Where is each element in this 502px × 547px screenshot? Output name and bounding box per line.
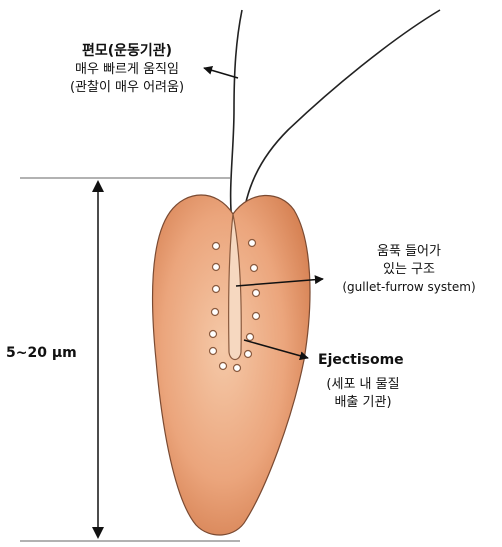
gullet-desc-3: (gullet-furrow system) <box>316 281 502 295</box>
ejectisome-desc: (세포 내 물질 배출 기관) <box>308 378 418 411</box>
gullet-desc-1: 움푹 들어가 <box>316 245 502 260</box>
gullet-label: 움푹 들어가 있는 구조 (gullet-furrow system) <box>316 245 502 295</box>
ejectisome-dot <box>234 365 241 372</box>
ejectisome-dot <box>253 313 260 320</box>
ejectisome-dot <box>251 265 258 272</box>
size-arrow-head-top <box>92 180 104 192</box>
ejectisome-dot <box>213 264 220 271</box>
ejectisome-dot <box>213 243 220 250</box>
ejectisome-dot <box>249 240 256 247</box>
ejectisome-desc-1: (세포 내 물질 <box>308 378 418 393</box>
flagellum-desc-2: (관찰이 매우 어려움) <box>52 81 202 96</box>
ejectisome-desc-2: 배출 기관) <box>308 396 418 411</box>
ejectisome-dot <box>210 331 217 338</box>
ejectisome-dot <box>213 286 220 293</box>
ejectisome-title: Ejectisome <box>318 352 404 368</box>
flagellum-label: 편모(운동기관) 매우 빠르게 움직임 (관찰이 매우 어려움) <box>52 43 202 96</box>
ejectisome-dot <box>212 309 219 316</box>
ejectisome-dot <box>210 348 217 355</box>
flagellum-right <box>242 10 440 224</box>
size-arrow-head-bottom <box>92 527 104 539</box>
flagellum-title: 편모(운동기관) <box>52 43 202 59</box>
ejectisome-dot <box>247 334 254 341</box>
gullet-desc-2: 있는 구조 <box>316 263 502 278</box>
ejectisome-dot <box>253 290 260 297</box>
ejectisome-dot <box>245 351 252 358</box>
flagellum-desc-1: 매우 빠르게 움직임 <box>52 63 202 78</box>
size-label: 5~20 μm <box>6 345 77 361</box>
flagellum-pointer <box>204 68 238 78</box>
flagellum-left <box>231 10 242 222</box>
ejectisome-dot <box>220 363 227 370</box>
